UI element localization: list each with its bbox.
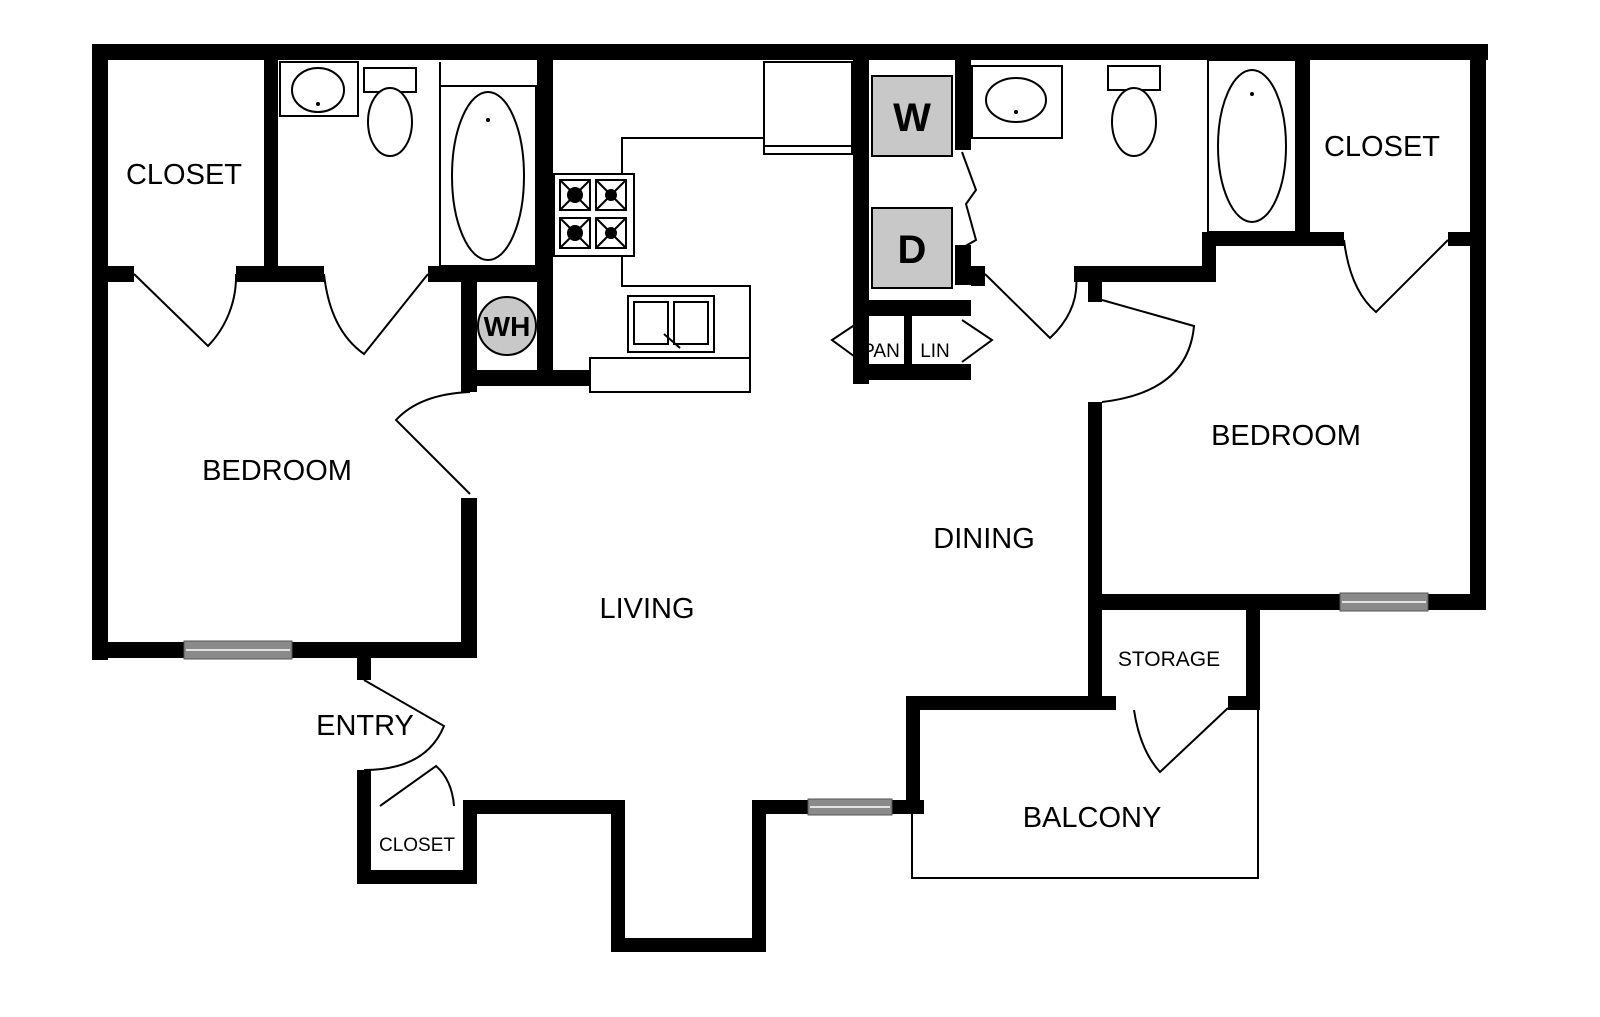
doors [133,151,1449,807]
bedroom-left-label: BEDROOM [202,455,352,487]
interior-walls [92,60,1486,392]
balcony-rail [911,710,1259,879]
closet-entry-label: CLOSET [379,835,455,856]
entry-label: ENTRY [316,710,414,742]
toilet-right [1111,87,1157,157]
balcony-label: BALCONY [1023,802,1162,834]
storage-label: STORAGE [1118,648,1220,671]
toilet-left [367,87,413,157]
toilet-tank-right [1107,65,1161,91]
dryer [871,207,953,289]
kitchen-bar [589,357,751,393]
windows [183,592,1429,816]
dining-label: DINING [933,523,1035,555]
refrigerator [763,61,853,155]
left-bath-fixtures [279,61,537,267]
washer [871,75,953,157]
burner-icons [559,179,627,249]
closet-left-label: CLOSET [126,159,242,191]
appliances: W D WH [477,75,953,356]
dryer-label: D [898,228,927,272]
living-label: LIVING [599,593,694,625]
bedroom-right-label: BEDROOM [1211,420,1361,452]
right-bath-fixtures [971,59,1297,233]
water-heater-label: WH [484,311,531,342]
pantry-label: PAN [862,341,900,362]
kitchen [553,61,853,393]
linen-label: LIN [920,341,950,362]
washer-label: W [893,96,931,140]
room-labels: CLOSET CLOSET BEDROOM BEDROOM LIVING DIN… [126,131,1440,856]
water-heater [477,296,537,356]
closet-right-label: CLOSET [1324,131,1440,163]
